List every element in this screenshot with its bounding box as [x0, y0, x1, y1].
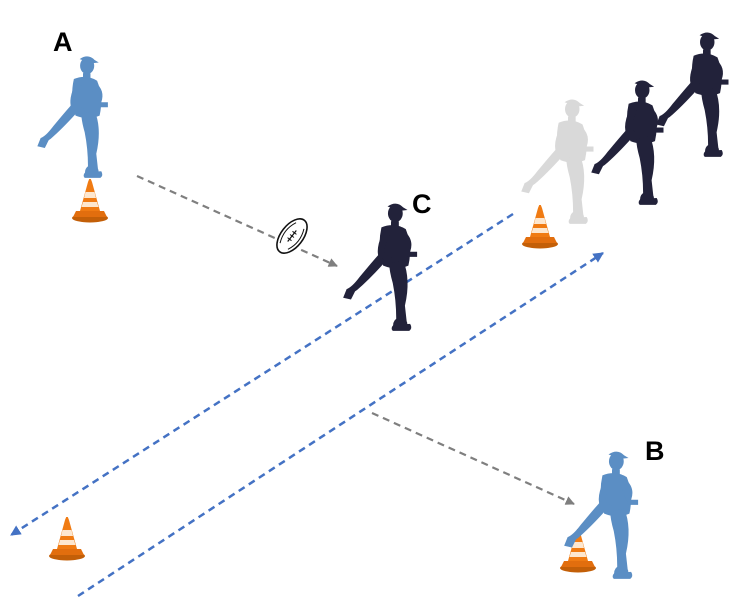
cone-icon-bottom-left	[49, 517, 85, 561]
player-label-b: B	[645, 436, 665, 466]
player-c-icon	[343, 203, 418, 331]
run-line-diagonal-down	[10, 212, 514, 537]
player-label-a: A	[53, 27, 73, 57]
player-a-icon	[37, 56, 108, 178]
rugby-ball-icon	[276, 218, 308, 254]
pass-arrow-c-to-b	[371, 411, 575, 506]
player-queue-1-icon	[591, 80, 664, 205]
player-ghost-icon	[521, 99, 594, 224]
run-line-diagonal-up	[77, 251, 604, 598]
player-label-c: C	[412, 189, 432, 219]
pass-arrow-a-to-c	[136, 174, 338, 268]
player-queue-2-icon	[656, 32, 729, 157]
cone-icon-c	[522, 205, 558, 249]
cone-icon-a	[72, 179, 108, 223]
